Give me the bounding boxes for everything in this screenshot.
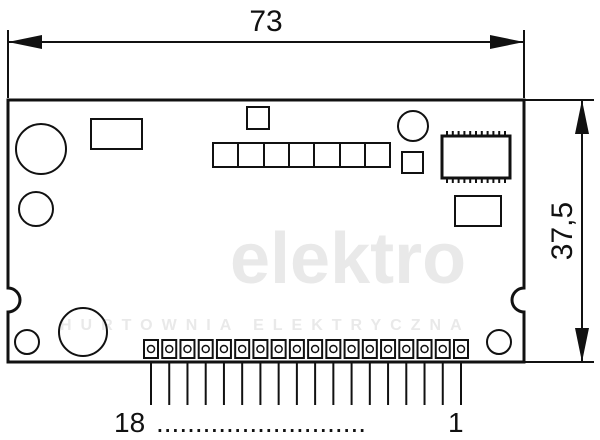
component-circle-top-right [397,110,429,142]
display-segments [212,142,391,168]
pin-hole [420,344,429,354]
watermark-line2: HURTOWNIA ELEKTRYCZNA [60,317,471,334]
pin-hole [164,344,174,354]
pin-hole [310,344,320,354]
pin-label-dots: ........................... [156,407,366,438]
pin-hole [237,344,247,354]
pin-hole [456,344,466,354]
height-arrow-bottom [575,328,589,362]
component-rect-left [90,118,143,150]
pin-numbering: 18 ........................... 1 [114,407,464,438]
component-circle-small [18,191,54,227]
connector-pin [234,339,251,405]
board-outline [6,98,526,364]
pin-label-right: 1 [448,407,464,438]
pin-hole [274,344,283,354]
component-square-small [401,151,424,174]
connector-pin [161,339,178,405]
connector-pin [197,339,214,405]
connector-pin [398,339,415,405]
connector-pin [325,339,342,405]
ic-body [440,134,512,180]
pin-hole [146,344,156,354]
height-dimension: 37,5 [524,99,594,363]
components [14,106,512,357]
mounting-hole-right [486,329,512,355]
mounting-hole-left [14,329,40,355]
connector-pin [270,339,287,405]
pin-hole [219,344,229,354]
connector-pin [288,339,305,405]
pin-label-left: 18 [114,407,145,438]
pin-hole [438,344,448,354]
pin-hole [183,344,192,354]
connector-pin [179,339,196,405]
height-label: 37,5 [546,202,579,260]
pin-hole [365,344,375,354]
width-arrow-left [8,35,42,49]
component-circle-large [15,123,67,175]
connector-pin [416,339,433,405]
pin-hole [383,344,393,354]
connector-pin [380,339,397,405]
display-frame [212,142,391,168]
pin-connector [143,339,469,405]
connector-pin [215,339,232,405]
connector-pin [343,339,360,405]
connector-pin [453,339,469,405]
component-circle-bottom [58,307,108,357]
pin-hole [347,344,356,354]
pin-hole [329,344,338,354]
connector-pin [307,339,324,405]
pin-hole [256,344,265,354]
connector-pin [143,339,159,405]
width-dimension: 73 [7,5,525,98]
pin-hole [292,344,302,354]
ic-chip [440,131,512,183]
watermark-line1: elektro [230,219,466,299]
connector-pin [434,339,451,405]
component-square-top [246,106,270,130]
width-arrow-right [490,35,524,49]
component-rect-right [454,195,502,227]
height-arrow-top [575,100,589,134]
connector-pin [361,339,378,405]
pin-hole [402,344,411,354]
watermark: elektro HURTOWNIA ELEKTRYCZNA [60,219,471,334]
ic-pins [446,131,506,183]
pin-hole [201,344,210,354]
connector-pin [252,339,269,405]
width-label: 73 [249,5,282,38]
